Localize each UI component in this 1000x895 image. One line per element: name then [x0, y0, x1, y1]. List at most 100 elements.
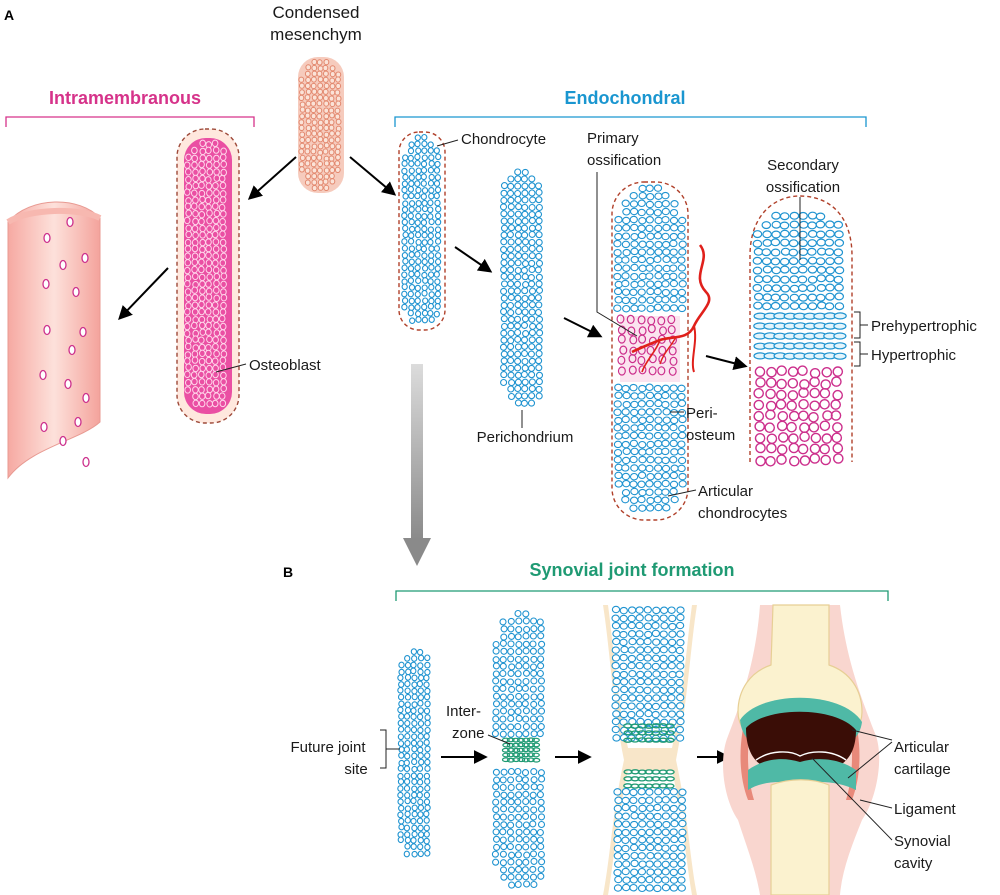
cell-icon	[492, 798, 500, 806]
cell-icon	[788, 239, 799, 248]
cell-icon	[643, 637, 652, 646]
cell-icon	[299, 106, 306, 113]
cell-icon	[521, 757, 530, 763]
cell-icon	[775, 399, 787, 410]
articular-cartilage-leader-2	[847, 741, 893, 779]
cell-icon	[408, 192, 415, 200]
cell-icon	[433, 167, 441, 174]
cell-icon	[651, 654, 661, 663]
cell-icon	[825, 283, 835, 292]
cell-icon	[323, 160, 330, 167]
cell-icon	[199, 321, 206, 330]
cell-icon	[635, 710, 645, 718]
cell-icon	[653, 407, 662, 416]
cell-icon	[435, 153, 442, 161]
cell-icon	[658, 769, 668, 775]
cell-icon	[528, 280, 536, 288]
cell-icon	[628, 354, 637, 364]
cell-icon	[507, 356, 515, 365]
cell-icon	[537, 625, 545, 633]
cell-icon	[185, 153, 192, 162]
cell-icon	[654, 192, 663, 200]
cell-icon	[669, 264, 678, 272]
cell-icon	[623, 730, 633, 736]
cell-icon	[670, 464, 679, 473]
cell-icon	[669, 455, 678, 464]
cell-icon	[789, 220, 800, 229]
cell-icon	[526, 747, 535, 753]
cell-icon	[421, 199, 428, 207]
cell-icon	[417, 831, 425, 838]
cell-icon	[638, 191, 647, 200]
cell-icon	[529, 322, 537, 330]
cell-icon	[404, 661, 412, 669]
cell-icon	[323, 70, 329, 77]
cell-icon	[676, 613, 685, 622]
cell-icon	[205, 238, 212, 246]
cell-icon	[205, 182, 213, 190]
cell-icon	[521, 342, 529, 350]
cell-icon	[630, 737, 640, 743]
cell-icon	[427, 238, 434, 246]
cell-icon	[661, 496, 670, 505]
cell-icon	[653, 812, 662, 821]
cell-icon	[833, 256, 844, 265]
cell-icon	[833, 453, 844, 464]
cell-icon	[537, 813, 546, 821]
cell-icon	[506, 828, 514, 836]
cell-icon	[507, 625, 515, 633]
cell-icon	[421, 284, 428, 292]
cell-icon	[329, 112, 335, 119]
cell-icon	[219, 181, 227, 190]
cell-icon	[766, 442, 777, 454]
cell-icon	[612, 734, 621, 742]
cell-icon	[192, 392, 199, 401]
cell-icon	[499, 618, 507, 626]
cell-icon	[651, 769, 661, 775]
cell-icon	[184, 342, 192, 351]
cell-icon	[311, 136, 318, 143]
cell-icon	[522, 790, 530, 798]
cell-icon	[614, 232, 623, 241]
cell-icon	[806, 247, 817, 256]
cell-icon	[79, 326, 87, 338]
cell-icon	[776, 454, 787, 465]
cell-icon	[530, 783, 538, 791]
cell-icon	[522, 655, 530, 663]
cell-icon	[428, 173, 435, 181]
cell-icon	[204, 308, 212, 316]
cell-icon	[508, 685, 516, 693]
cell-icon	[311, 167, 318, 174]
cell-icon	[778, 432, 789, 443]
cell-icon	[623, 783, 633, 789]
cell-icon	[492, 640, 500, 649]
cell-icon	[513, 322, 522, 330]
cell-icon	[434, 303, 441, 310]
cell-icon	[311, 130, 318, 137]
cell-icon	[637, 828, 646, 837]
cell-icon	[536, 836, 544, 844]
cell-icon	[424, 714, 431, 721]
cell-icon	[191, 265, 198, 274]
cell-icon	[500, 798, 508, 806]
cell-icon	[414, 270, 421, 278]
cell-icon	[499, 693, 507, 701]
cell-icon	[653, 480, 662, 489]
cell-icon	[627, 606, 637, 614]
cell-icon	[499, 715, 507, 723]
cell-icon	[335, 95, 342, 102]
cell-icon	[424, 719, 431, 727]
cell-icon	[627, 646, 636, 654]
cell-icon	[404, 791, 411, 799]
cell-icon	[317, 184, 324, 191]
cell-icon	[507, 655, 515, 663]
cell-icon	[661, 812, 671, 820]
cell-icon	[522, 821, 530, 829]
cell-icon	[421, 309, 429, 317]
cell-icon	[677, 288, 687, 297]
cell-icon	[507, 309, 515, 317]
cell-icon	[211, 357, 219, 365]
cell-icon	[401, 180, 409, 188]
cell-icon	[317, 88, 324, 95]
cell-icon	[199, 174, 206, 183]
